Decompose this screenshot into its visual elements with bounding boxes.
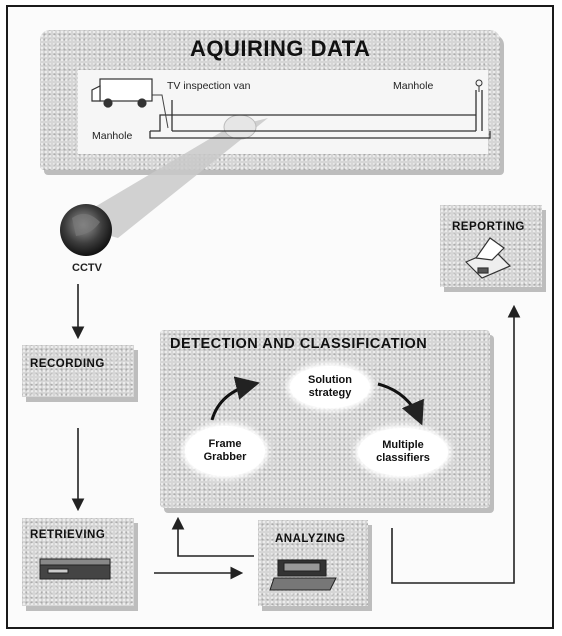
computer-icon: [269, 559, 337, 591]
camera-beam: [66, 118, 268, 238]
vcr-icon: [39, 558, 111, 580]
retrieving-title: RETRIEVING: [30, 529, 106, 541]
manhole-left-label: Manhole: [92, 130, 133, 142]
arrow-detection-to-reporting: [391, 304, 521, 584]
cctv-label: CCTV: [72, 262, 102, 274]
inspection-van-icon: [91, 78, 153, 108]
solution-strategy-node: Solution strategy: [290, 366, 370, 408]
printer-icon: [464, 237, 512, 279]
arrow-solution-to-classifiers: [377, 382, 424, 426]
arrow-analyzing-to-detection: [171, 516, 254, 557]
acquiring-data-title: AQUIRING DATA: [190, 36, 371, 61]
recording-panel: RECORDING: [22, 345, 134, 397]
recording-title: RECORDING: [30, 358, 105, 370]
arrow-frame-to-solution: [210, 376, 260, 421]
van-label: TV inspection van: [167, 80, 251, 92]
sewer-pipe: [149, 90, 491, 139]
analyzing-title: ANALYZING: [275, 533, 346, 545]
frame-grabber-node: Frame Grabber: [185, 426, 265, 476]
detection-panel: DETECTION AND CLASSIFICATION: [160, 330, 490, 508]
multiple-classifiers-node: Multiple classifiers: [358, 428, 448, 476]
camera-lens: [223, 114, 257, 140]
reporting-title: REPORTING: [452, 221, 525, 233]
manhole-right-icon: [475, 79, 483, 92]
manhole-right-label: Manhole: [393, 80, 434, 92]
detection-title: DETECTION AND CLASSIFICATION: [170, 336, 428, 352]
